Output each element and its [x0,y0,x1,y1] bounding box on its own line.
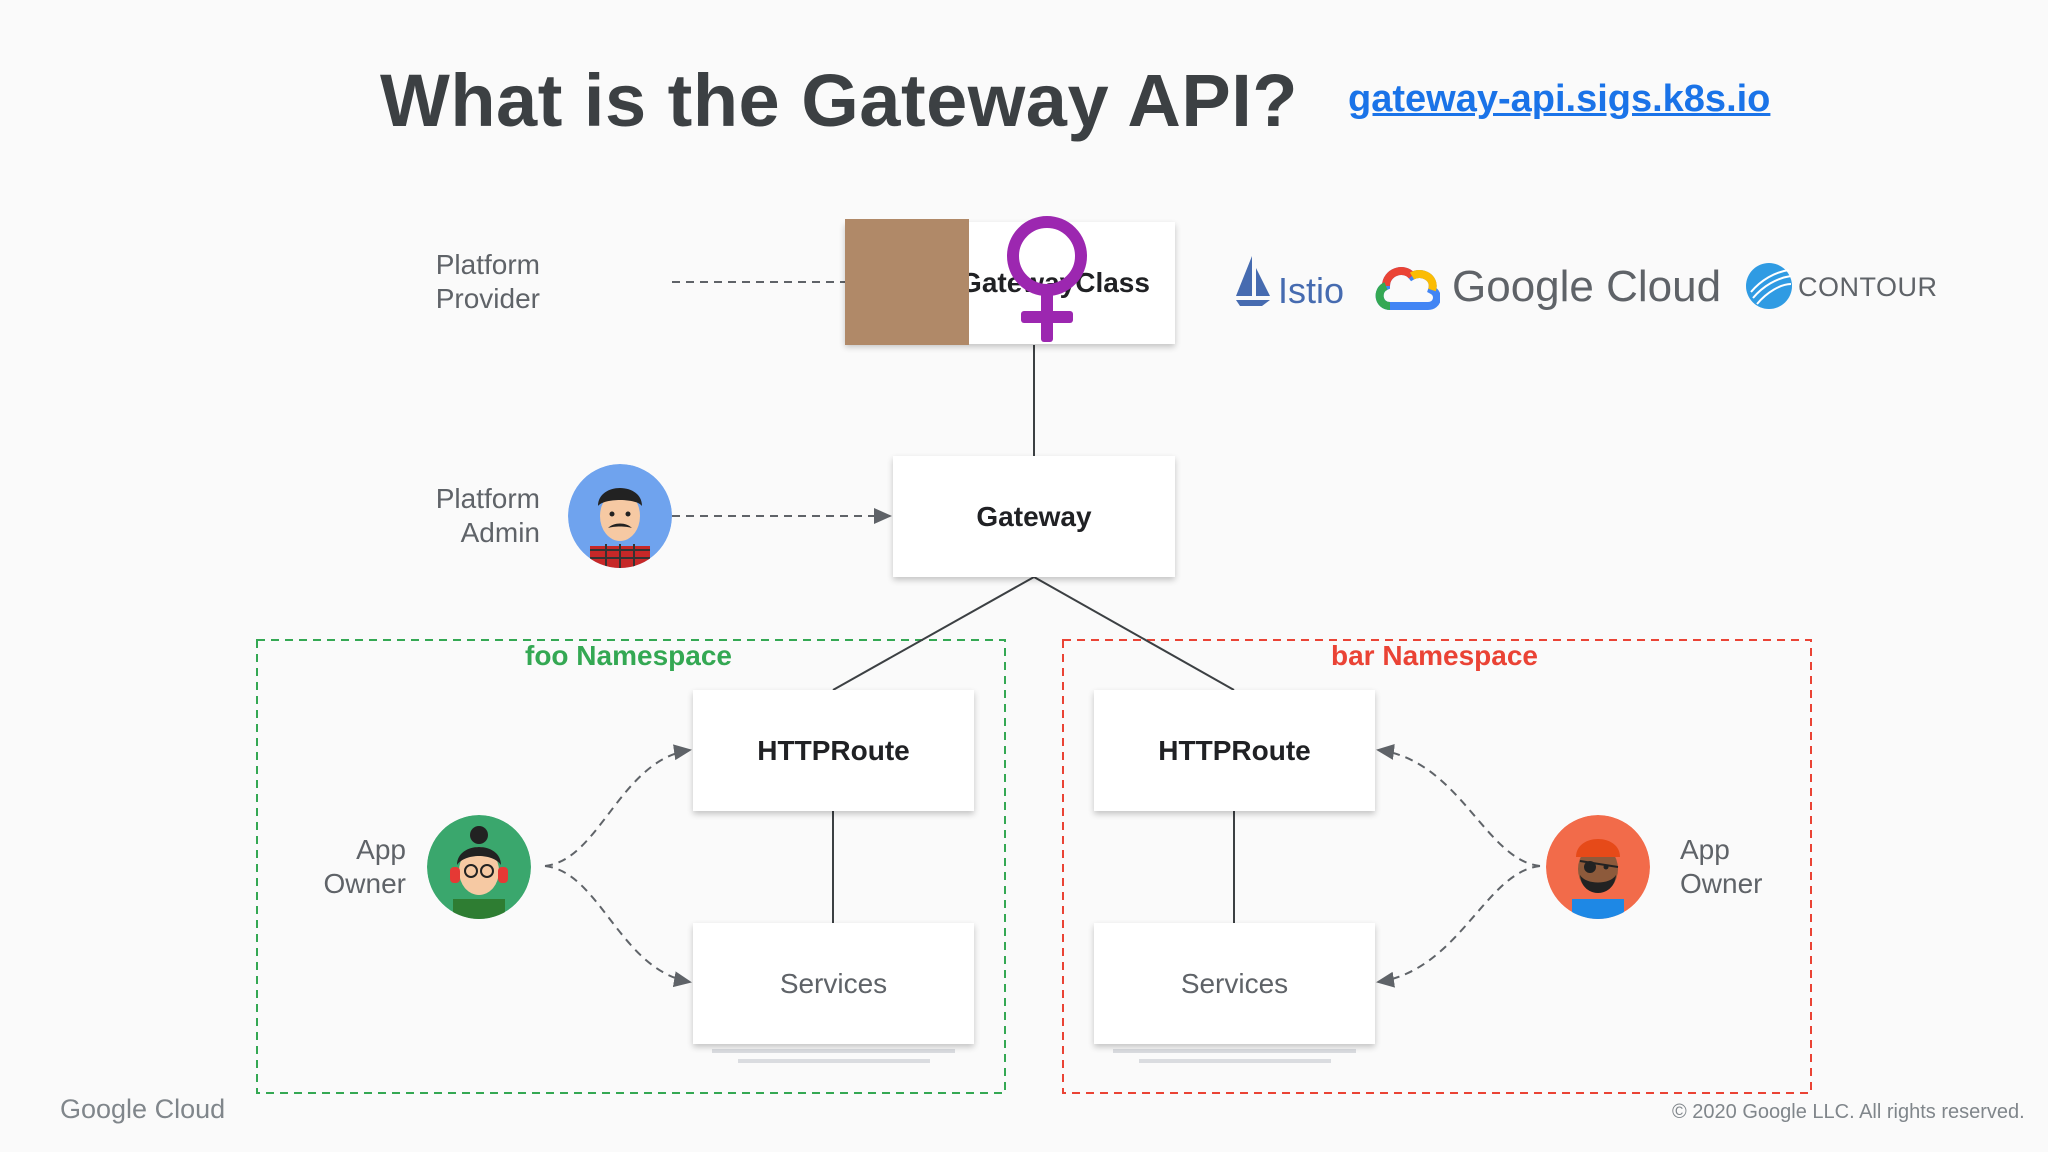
foo-namespace-border [256,639,1006,1094]
app-owner-left-label: App Owner [323,834,406,899]
google-cloud-icon [1375,267,1440,310]
bar-namespace-label: bar Namespace [1331,640,1539,671]
app-owner-right-label: App Owner [1680,834,1763,899]
foo-namespace-label: foo Namespace [525,640,732,671]
footer-google-cloud-logo: Google Cloud [60,1094,226,1124]
istio-sail-icon [1236,256,1270,306]
foo-owner-services-arrow [544,865,692,988]
foo-owner-route-arrow [544,744,692,867]
gateway-box: Gateway [893,456,1175,577]
gateway-api-link[interactable]: gateway-api.sigs.k8s.io [1348,78,1771,120]
foo-services-box: Services [693,923,974,1044]
female-sign-icon [1007,216,1087,342]
google-cloud-logo-text: Google Cloud [1452,262,1722,311]
contour-logo-text: CONTOUR [1798,272,1938,302]
app-owner-left-avatar [427,815,531,919]
app-owner-right-avatar [1546,815,1650,919]
page-title: What is the Gateway API? [380,59,1298,142]
gateway-foo-route-line [832,576,1035,691]
bar-owner-route-arrow [1376,744,1541,867]
platform-admin-avatar [568,464,672,568]
platform-admin-label: Platform Admin [435,483,540,548]
contour-icon [1746,263,1792,309]
bar-httproute-box: HTTPRoute [1094,690,1375,811]
istio-logo-text: Istio [1278,270,1345,311]
bar-owner-services-arrow [1376,865,1541,988]
bar-namespace-border [1062,639,1812,1094]
foo-httproute-box: HTTPRoute [693,690,974,811]
copyright-text: © 2020 Google LLC. All rights reserved. [1672,1101,2025,1123]
bar-services-box: Services [1094,923,1375,1044]
platform-provider-label: Platform Provider [435,249,540,314]
gateway-bar-route-line [1033,576,1235,691]
overlay-square [845,219,969,345]
